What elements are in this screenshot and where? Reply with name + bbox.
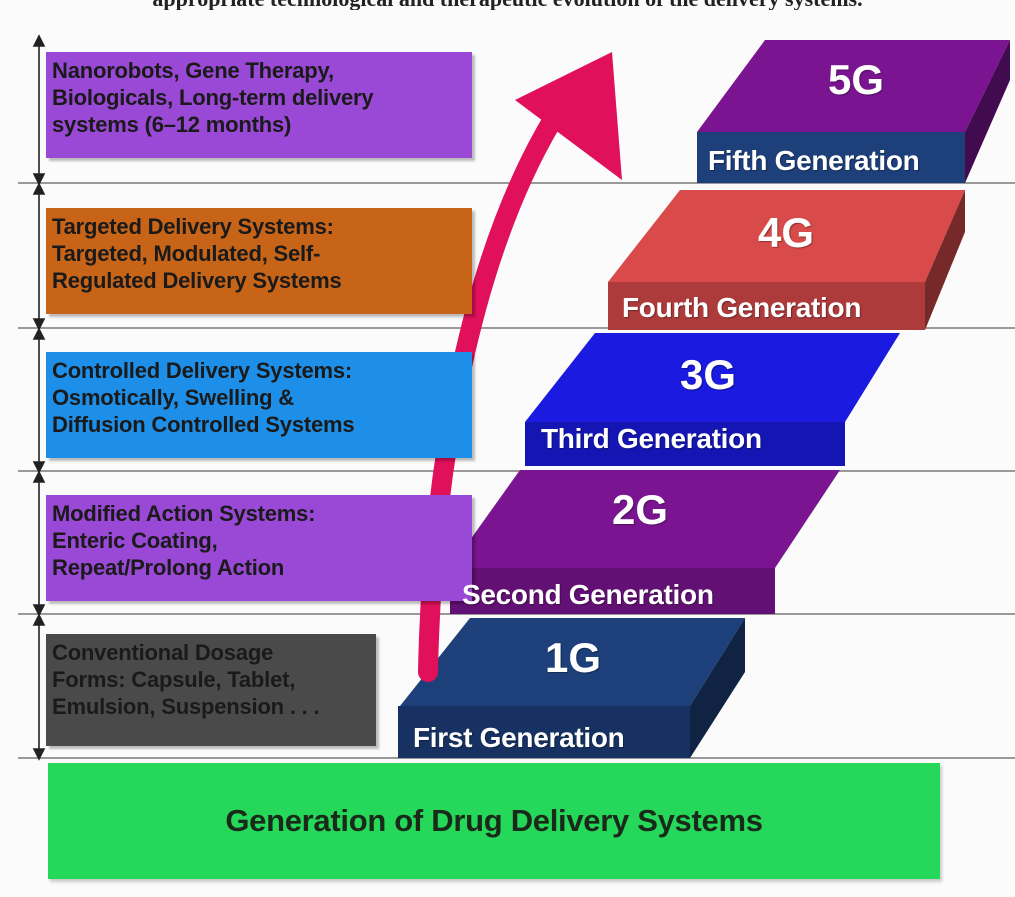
- gen-label-2: Second Generation: [462, 579, 714, 610]
- description-box-4: Targeted Delivery Systems: Targeted, Mod…: [46, 208, 472, 314]
- scale-arrow-4: [32, 182, 46, 331]
- scale-arrow-3: [32, 327, 46, 474]
- description-box-5: Nanorobots, Gene Therapy, Biologicals, L…: [46, 52, 472, 158]
- scale-arrows: [32, 34, 46, 761]
- description-text-1: Conventional Dosage Forms: Capsule, Tabl…: [52, 640, 320, 719]
- gen-label-4: Fourth Generation: [622, 292, 862, 323]
- step-front-1: [398, 706, 690, 758]
- step-side-4: [925, 190, 965, 330]
- step-top-5: [697, 40, 1010, 132]
- scale-arrow-5: [32, 34, 46, 186]
- generation-step-3: [525, 333, 900, 466]
- generation-steps: [398, 40, 1010, 758]
- step-top-3: [525, 333, 900, 422]
- gen-code-4: 4G: [758, 209, 815, 256]
- gen-code-5: 5G: [828, 56, 885, 103]
- description-text-3: Controlled Delivery Systems: Osmotically…: [52, 358, 355, 437]
- scale-arrow-2: [32, 470, 46, 617]
- step-top-2: [450, 470, 840, 568]
- description-text-5: Nanorobots, Gene Therapy, Biologicals, L…: [52, 58, 374, 137]
- gen-code-2: 2G: [612, 486, 669, 533]
- footer-title-bar: Generation of Drug Delivery Systems: [48, 763, 940, 879]
- generation-step-5: [697, 40, 1010, 183]
- generation-step-2: [450, 470, 840, 614]
- step-front-5: [697, 132, 965, 183]
- scale-arrow-1: [32, 613, 46, 761]
- gen-label-5: Fifth Generation: [708, 145, 920, 176]
- gen-code-3: 3G: [680, 351, 737, 398]
- description-text-4: Targeted Delivery Systems: Targeted, Mod…: [52, 214, 342, 293]
- step-side-5: [965, 40, 1010, 183]
- description-box-1: Conventional Dosage Forms: Capsule, Tabl…: [46, 634, 376, 746]
- description-box-3: Controlled Delivery Systems: Osmotically…: [46, 352, 472, 458]
- step-front-3: [525, 422, 845, 466]
- description-text-2: Modified Action Systems: Enteric Coating…: [52, 501, 316, 580]
- gen-label-3: Third Generation: [541, 423, 762, 454]
- cropped-caption: appropriate technological and therapeuti…: [0, 0, 1015, 10]
- footer-title: Generation of Drug Delivery Systems: [225, 803, 763, 838]
- description-box-2: Modified Action Systems: Enteric Coating…: [46, 495, 472, 601]
- step-side-1: [690, 618, 745, 758]
- step-front-2: [450, 568, 775, 614]
- gen-label-1: First Generation: [413, 722, 625, 753]
- step-front-4: [608, 282, 925, 330]
- step-top-4: [608, 190, 965, 282]
- gen-code-1: 1G: [545, 634, 602, 681]
- generation-step-4: [608, 190, 965, 330]
- generation-step-1: [398, 618, 745, 758]
- step-top-1: [400, 618, 745, 706]
